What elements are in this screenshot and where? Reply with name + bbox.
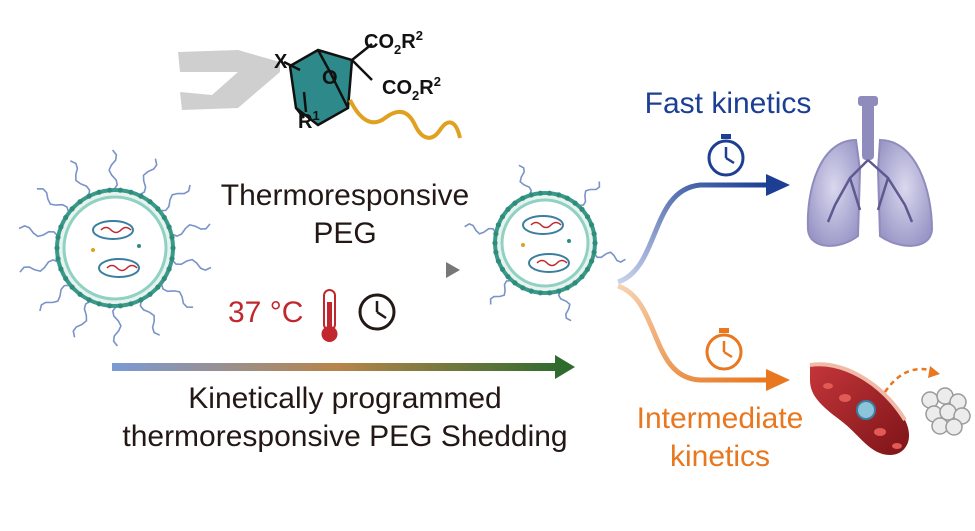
tumor-cluster-icon	[921, 387, 971, 436]
bottom-title-line1: Kinetically programmed	[188, 382, 501, 415]
shedding-arrow	[112, 355, 575, 379]
lungs-icon	[806, 96, 934, 247]
x-label: X	[274, 51, 288, 73]
thermoresponsive-label: Thermoresponsive	[221, 179, 469, 212]
stopwatch-fast-icon	[707, 134, 745, 177]
stopwatch-intermediate-icon	[705, 328, 743, 371]
fast-kinetics-label: Fast kinetics	[645, 87, 812, 120]
svg-text:CO2R2: CO2R2	[364, 28, 423, 57]
intermediate-label-line1: Intermediate	[637, 402, 804, 435]
r2-superscript-top: 2	[416, 28, 423, 43]
sub2-mid: 2	[412, 88, 419, 103]
process-arrow	[228, 262, 460, 278]
extravasation-arrow	[883, 367, 936, 393]
intermediate-route-arrow	[617, 283, 790, 391]
nanoparticle-shed	[464, 164, 626, 322]
blood-vessel-icon	[809, 362, 910, 455]
clock-icon	[358, 293, 396, 331]
r1-superscript: 1	[312, 108, 319, 123]
r2-label-top: R	[401, 31, 416, 53]
peg-chain	[348, 99, 462, 140]
temperature-label: 37 °C	[228, 296, 303, 329]
svg-text:CO2R2: CO2R2	[382, 74, 441, 103]
fast-route-arrow	[617, 174, 790, 285]
thermometer-icon	[321, 289, 338, 342]
r2-label-mid: R	[419, 77, 434, 99]
linker-shape	[178, 50, 280, 110]
svg-text:R1: R1	[298, 108, 320, 133]
co2-label-mid: CO	[382, 77, 412, 99]
co2-label-top: CO	[364, 31, 394, 53]
peg-label: PEG	[313, 217, 376, 250]
molecule-structure: X O R1 CO2R2 CO2R2	[178, 28, 462, 140]
o-label: O	[322, 67, 338, 89]
nanoparticle-pegylated	[18, 149, 212, 347]
intermediate-label-line2: kinetics	[670, 440, 770, 473]
sub2-top: 2	[394, 42, 401, 57]
r2-superscript-mid: 2	[434, 74, 441, 89]
r1-label: R	[298, 111, 313, 133]
bottom-title-line2: thermoresponsive PEG Shedding	[122, 420, 567, 453]
